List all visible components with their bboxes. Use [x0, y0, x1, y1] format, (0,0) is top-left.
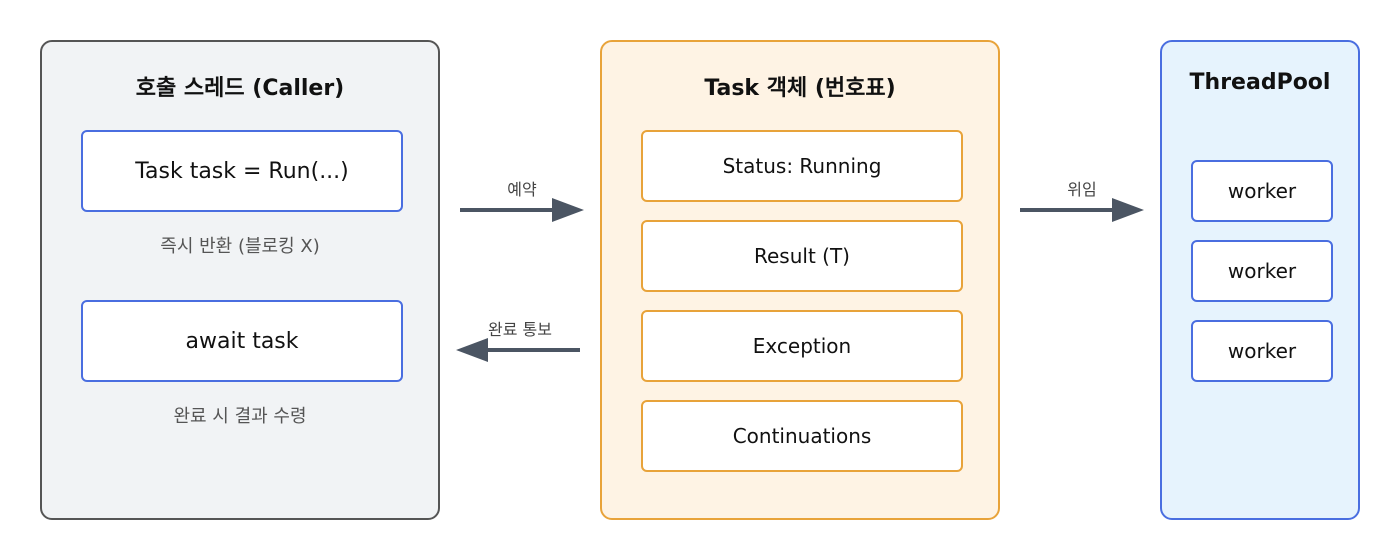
task-object-title: Task 객체 (번호표) [704, 76, 896, 101]
reserve-arrow-label: 예약 [507, 180, 537, 199]
status-field: Status: Running [641, 130, 963, 202]
completion-note: 완료 시 결과 수령 [173, 406, 307, 427]
caller-panel: 호출 스레드 (Caller) Task task = Run(...) 즉시 … [40, 40, 440, 520]
task-object-panel: Task 객체 (번호표) Status: Running Result (T)… [600, 40, 1000, 520]
continuations-field: Continuations [641, 400, 963, 472]
worker-box: worker [1191, 160, 1333, 222]
delegate-arrow-label: 위임 [1067, 180, 1097, 199]
immediate-return-note: 즉시 반환 (블로킹 X) [160, 236, 320, 257]
threadpool-title: ThreadPool [1189, 70, 1331, 95]
threadpool-panel: ThreadPool worker worker worker [1160, 40, 1360, 520]
complete-notify-arrow [456, 338, 580, 362]
result-field: Result (T) [641, 220, 963, 292]
delegate-arrow [1020, 198, 1144, 222]
worker-box: worker [1191, 240, 1333, 302]
await-task-box: await task [81, 300, 403, 382]
complete-notify-arrow-label: 완료 통보 [488, 320, 552, 339]
exception-field: Exception [641, 310, 963, 382]
task-run-box: Task task = Run(...) [81, 130, 403, 212]
caller-title: 호출 스레드 (Caller) [135, 76, 345, 101]
reserve-arrow [460, 198, 584, 222]
worker-box: worker [1191, 320, 1333, 382]
